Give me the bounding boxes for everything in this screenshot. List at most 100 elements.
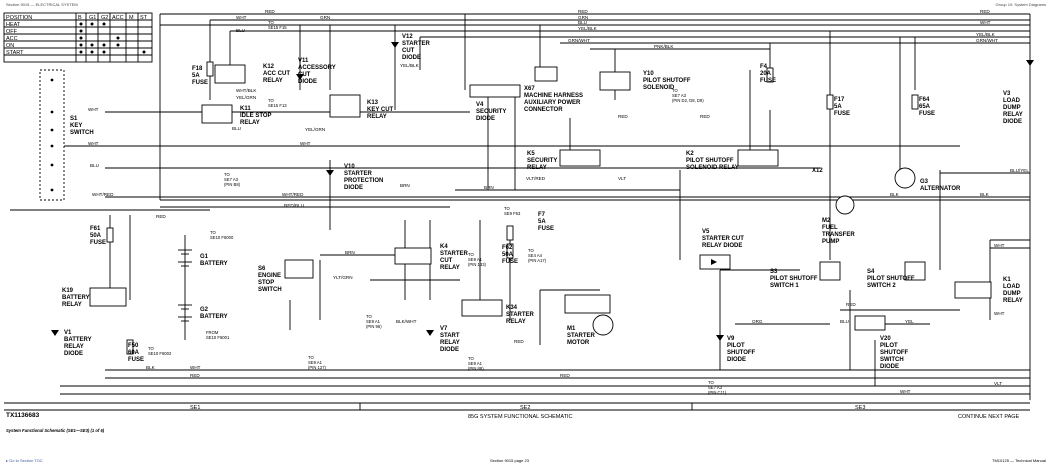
- wire-label: BRN: [345, 250, 355, 255]
- g3-label-1: G3: [920, 179, 929, 185]
- s6-label-1: S6: [258, 266, 266, 272]
- g1-label-2: BATTERY: [200, 261, 228, 267]
- wire-label: RED: [980, 9, 990, 14]
- x67-label-3: AUXILIARY POWER: [524, 100, 581, 106]
- wire-label: GRN/WHT: [568, 38, 590, 43]
- x12-label: X12: [812, 168, 823, 174]
- wire-label: WHT: [300, 141, 311, 146]
- k19-label-1: K19: [62, 288, 74, 294]
- ref-se9-127-3: (PIN 127): [308, 365, 327, 370]
- v12-label-4: DIODE: [402, 55, 421, 61]
- k12-label-2: ACC CUT: [263, 71, 290, 77]
- table-header-b: B: [78, 15, 82, 21]
- ref-se9-133-2: SE9 A1: [468, 257, 483, 262]
- ref-se7-b8-3: (PIN B8): [224, 182, 241, 187]
- figure-caption: System Functional Schematic (SE1—SE3) (1…: [6, 428, 105, 433]
- k19-label-3: RELAY: [62, 302, 82, 308]
- section-se1: SE1: [190, 405, 200, 411]
- table-header-m: M: [129, 15, 134, 21]
- k2-label-1: K2: [686, 151, 694, 157]
- wire-label: BLK/WHT: [396, 319, 417, 324]
- s6-label-2: ENGINE: [258, 273, 281, 279]
- k34-label-1: K34: [506, 305, 518, 311]
- ref-se7-c11-2: SE7 A3: [708, 385, 723, 390]
- k5-label-3: RELAY: [527, 165, 547, 171]
- ref-se10-f6000-1: TO: [210, 230, 216, 235]
- g2-label-1: G2: [200, 307, 209, 313]
- wire-label: RED: [265, 9, 275, 14]
- wire-label: YEL/BLK: [976, 32, 996, 37]
- f61-label-3: FUSE: [90, 240, 106, 246]
- v10-label-3: PROTECTION: [344, 178, 383, 184]
- wire-label: BRN: [484, 185, 494, 190]
- s1-line3: SWITCH: [70, 130, 94, 136]
- f64-label-3: FUSE: [919, 111, 935, 117]
- table-header-g1: G1: [89, 15, 96, 21]
- table-header-g2: G2: [101, 15, 108, 21]
- f61-label-2: 50A: [90, 233, 102, 239]
- wire-label: VLT: [994, 381, 1002, 386]
- ref-se15-f13-2: SE15 F13: [268, 103, 287, 108]
- ref-se7-d2-3: (PIN D2, D8, D9): [672, 98, 704, 103]
- wire-label: WHT: [88, 107, 99, 112]
- k12-label-3: RELAY: [263, 78, 283, 84]
- s1-line2: KEY: [70, 123, 82, 129]
- wire-label: WHT/RED: [282, 192, 304, 197]
- k11-label-2: IDLE STOP: [240, 113, 272, 119]
- k5-label-2: SECURITY: [527, 158, 557, 164]
- k5-label-1: K5: [527, 151, 535, 157]
- switch-position-table: POSITION B G1 G2 ACC M ST HEAT OFF ACC O…: [3, 12, 153, 63]
- wire-label: RED: [514, 339, 524, 344]
- ref-se10-f6002-2: SE10 F6002: [148, 351, 172, 356]
- header-right: Group 10: System Diagrams: [995, 2, 1046, 7]
- ref-se15-f13-1: TO: [268, 98, 274, 103]
- wire-label: WHT: [994, 243, 1005, 248]
- k11-label-3: RELAY: [240, 120, 260, 126]
- ref-se7-c11-3: (PIN C11): [708, 390, 727, 395]
- wire-label: BRN: [400, 183, 410, 188]
- ref-se15-f15-1: TO: [268, 20, 274, 25]
- s4-label-3: SWITCH 2: [867, 283, 896, 289]
- wire-label: WHT/RED: [92, 192, 114, 197]
- s6-label-4: SWITCH: [258, 287, 282, 293]
- s4-label-1: S4: [867, 269, 875, 275]
- footer-toc-link[interactable]: ▸ Go to Section TOC: [6, 458, 43, 463]
- f4-label-1: F4: [760, 64, 768, 70]
- f17-label-2: 5A: [834, 104, 842, 110]
- v9-label-1: V9: [727, 336, 735, 342]
- wire-label: WHT: [980, 20, 991, 25]
- wire-label: RED: [700, 114, 710, 119]
- wire-label: PNK/BLK: [654, 44, 674, 49]
- wire-label: YLT/GRN: [333, 275, 353, 280]
- table-header-st: ST: [140, 15, 148, 21]
- ref-se7-d2-1: TO: [672, 88, 678, 93]
- wire-label: ORG: [752, 319, 763, 324]
- k4-label-3: CUT: [440, 258, 453, 264]
- v3-label-4: RELAY: [1003, 112, 1023, 118]
- k1-label-1: K1: [1003, 277, 1011, 283]
- ref-se9-96-2: SE9 A1: [366, 319, 381, 324]
- v5-label-2: STARTER CUT: [702, 236, 744, 242]
- k1-label-2: LOAD: [1003, 284, 1021, 290]
- m1-label-1: M1: [567, 326, 576, 332]
- ref-se10-f6002-1: TO: [148, 346, 154, 351]
- wire-label: RED: [618, 114, 628, 119]
- m1-label-3: MOTOR: [567, 340, 590, 346]
